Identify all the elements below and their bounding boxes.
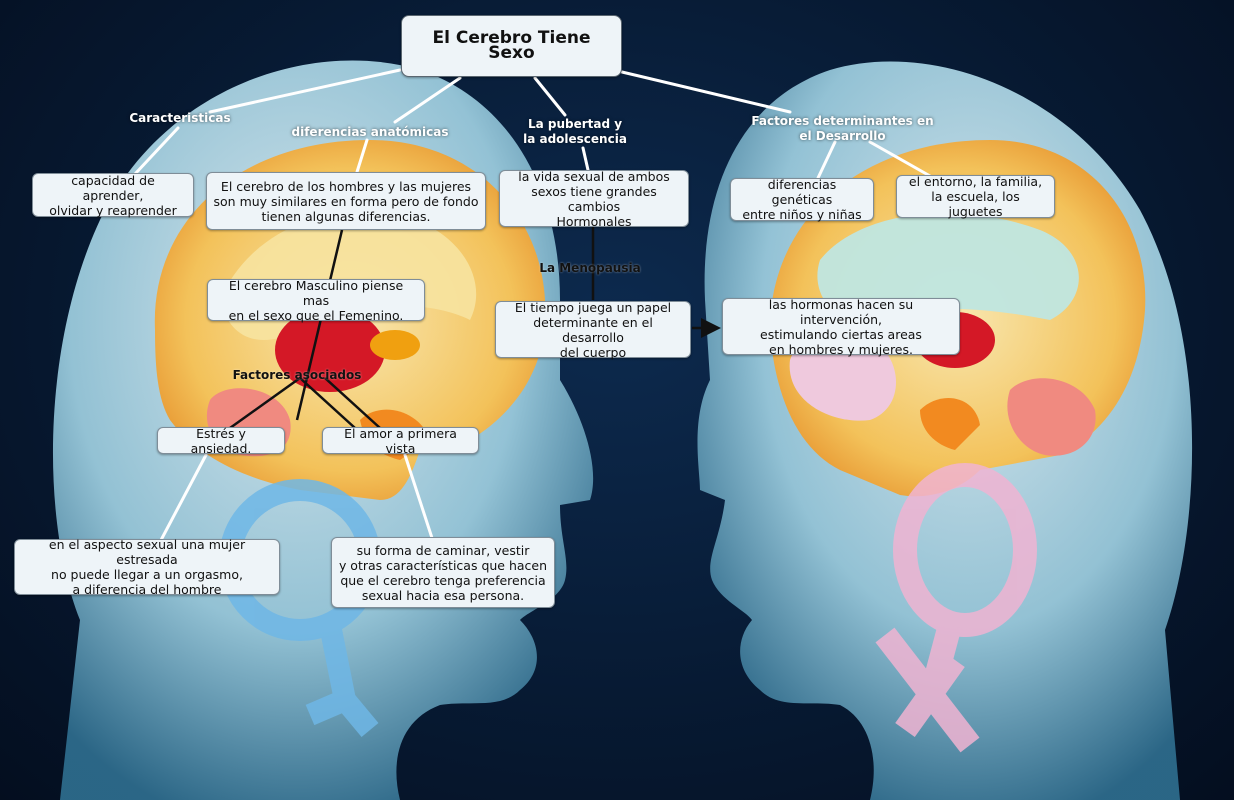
node-amor[interactable]: El amor a primera vista bbox=[322, 426, 479, 456]
node-hormonas[interactable]: las hormonas hacen su intervención, esti… bbox=[722, 297, 960, 357]
node-cerebro-similares[interactable]: El cerebro de los hombres y las mujeres … bbox=[206, 172, 486, 230]
female-symbol bbox=[875, 463, 1037, 753]
node-masculino[interactable]: El cerebro Masculino piense mas en el se… bbox=[207, 278, 425, 323]
label-factores-asociados: Factores asociados bbox=[232, 368, 362, 382]
label-caracteristicas: Caracteristicas bbox=[129, 111, 231, 125]
label-pubertad: La pubertad y la adolescencia bbox=[523, 117, 627, 146]
node-entorno[interactable]: el entorno, la familia, la escuela, los … bbox=[896, 174, 1055, 219]
node-vida-sexual[interactable]: la vida sexual de ambos sexos tiene gran… bbox=[499, 169, 689, 229]
node-capacidad[interactable]: capacidad de aprender, olvidar y reapren… bbox=[32, 173, 194, 218]
node-estres[interactable]: Estrés y ansiedad. bbox=[157, 426, 285, 456]
root-node[interactable]: El Cerebro Tiene Sexo bbox=[401, 15, 622, 77]
label-factores-desarrollo: Factores determinantes en el Desarrollo bbox=[751, 114, 934, 143]
label-menopausia: La Menopausia bbox=[539, 261, 641, 275]
label-diferencias-anatomicas: diferencias anatómicas bbox=[291, 125, 449, 139]
node-forma-caminar[interactable]: su forma de caminar, vestir y otras cara… bbox=[331, 537, 555, 608]
node-aspecto-sexual[interactable]: en el aspecto sexual una mujer estresada… bbox=[14, 537, 280, 597]
node-geneticas[interactable]: diferencias genéticas entre niños y niña… bbox=[730, 177, 874, 222]
node-tiempo[interactable]: El tiempo juega un papel determinante en… bbox=[495, 300, 691, 360]
